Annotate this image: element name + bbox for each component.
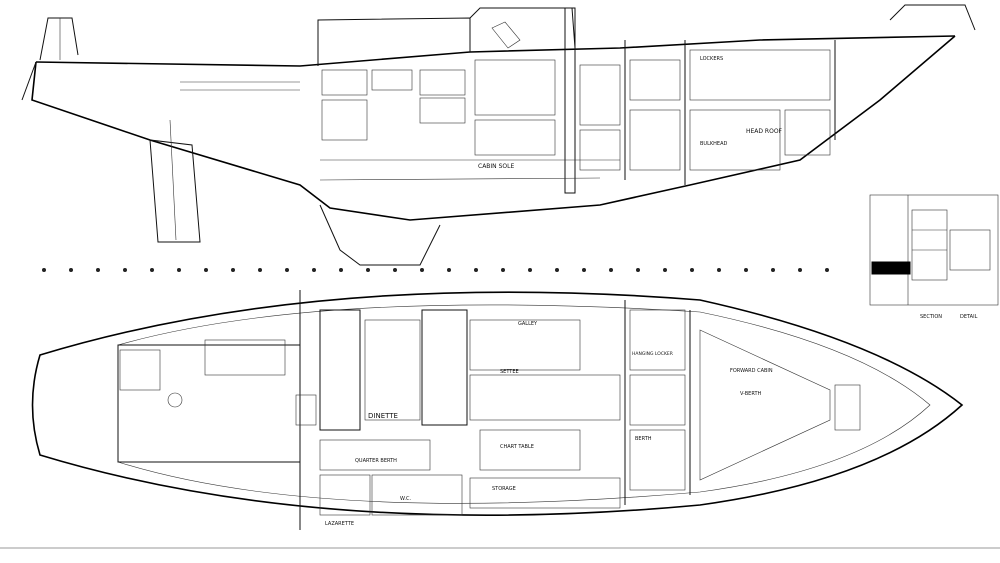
detail-solid-block <box>871 261 911 275</box>
plan-label-chart-table: CHART TABLE <box>500 444 534 450</box>
station-dot <box>393 268 397 272</box>
profile-interior <box>180 49 831 181</box>
station-dot <box>690 268 694 272</box>
station-dot <box>555 268 559 272</box>
storage-forward <box>629 374 686 426</box>
station-dot <box>339 268 343 272</box>
storage-locker <box>469 477 621 509</box>
station-dot <box>528 268 532 272</box>
dinette-seat <box>421 309 468 426</box>
plan-hull-outline <box>31 291 964 516</box>
station-dot <box>474 268 478 272</box>
wc-forward <box>629 429 686 491</box>
lazarette-box <box>319 474 371 516</box>
transom <box>21 61 37 101</box>
dinette-table <box>364 319 421 421</box>
plan-label-berth: BERTH <box>635 436 652 442</box>
hull-bottom-line <box>31 35 956 221</box>
station-dot <box>825 268 829 272</box>
plan-label-v-berth: V-BERTH <box>740 391 762 397</box>
rudder-stock <box>169 119 177 241</box>
plan-label-dinette: DINETTE <box>368 412 398 420</box>
station-dot <box>420 268 424 272</box>
station-dot <box>69 268 73 272</box>
station-dot <box>771 268 775 272</box>
station-dot <box>798 268 802 272</box>
station-dot <box>636 268 640 272</box>
station-markers <box>42 268 829 272</box>
plan-label-storage: STORAGE <box>492 486 516 492</box>
station-dot <box>312 268 316 272</box>
station-dot <box>447 268 451 272</box>
plan-label-wc: W.C. <box>400 496 411 502</box>
hatch <box>491 21 521 49</box>
station-dot <box>744 268 748 272</box>
station-dot <box>258 268 262 272</box>
station-dot <box>366 268 370 272</box>
chart-table <box>479 429 581 471</box>
galley-counter <box>469 319 581 371</box>
v-berth <box>699 329 831 481</box>
station-dot <box>204 268 208 272</box>
station-dot <box>285 268 289 272</box>
station-dot <box>150 268 154 272</box>
dodger <box>469 7 576 49</box>
deck-sheer-line <box>35 35 956 67</box>
plan-label-quarter-berth: QUARTER BERTH <box>355 458 397 464</box>
companionway-steps <box>295 394 317 426</box>
chain-locker <box>834 384 861 431</box>
station-dot <box>609 268 613 272</box>
station-dot <box>177 268 181 272</box>
detail-frame <box>869 194 999 306</box>
legend-caption-2: DETAIL <box>960 314 978 320</box>
hanging-locker <box>629 309 686 371</box>
plan-label-hanging-locker: HANGING LOCKER <box>632 351 673 357</box>
wheel <box>167 392 183 408</box>
cockpit-seat <box>204 339 286 376</box>
station-dot <box>717 268 721 272</box>
station-dot <box>501 268 505 272</box>
station-dot <box>231 268 235 272</box>
coachroof <box>317 17 471 66</box>
profile-label-head-roof: HEAD ROOF <box>746 128 783 135</box>
keel <box>319 204 441 266</box>
profile-label-lockers: LOCKERS <box>700 56 723 62</box>
station-dot <box>42 268 46 272</box>
plan-view: DINETTE GALLEY SETTEE CHART TABLE STORAG… <box>31 290 964 530</box>
wc-box <box>371 474 463 516</box>
station-dot <box>96 268 100 272</box>
profile-view: HEAD ROOF CABIN SOLE BULKHEAD LOCKERS <box>21 4 976 266</box>
plan-label-galley: GALLEY <box>518 321 538 327</box>
station-dot <box>663 268 667 272</box>
quarter-berth <box>319 439 431 471</box>
bow-pulpit <box>889 4 976 31</box>
rudder <box>149 139 201 243</box>
plan-deck-inner-line <box>117 304 931 504</box>
plan-label-settee: SETTEE <box>500 369 519 375</box>
settee-right <box>469 374 621 421</box>
profile-label-cabin-sole: CABIN SOLE <box>478 163 514 170</box>
dinette-settee <box>319 309 361 431</box>
plan-label-forward-cabin: FORWARD CABIN <box>730 368 773 374</box>
section-detail: SECTION DETAIL <box>869 194 999 320</box>
profile-label-bulkhead: BULKHEAD <box>700 141 727 147</box>
helm-seat <box>119 349 161 391</box>
mast-step <box>564 7 576 194</box>
station-dot <box>123 268 127 272</box>
plan-label-lazarette: LAZARETTE <box>325 521 354 527</box>
station-dot <box>582 268 586 272</box>
legend-caption-1: SECTION <box>920 314 942 320</box>
